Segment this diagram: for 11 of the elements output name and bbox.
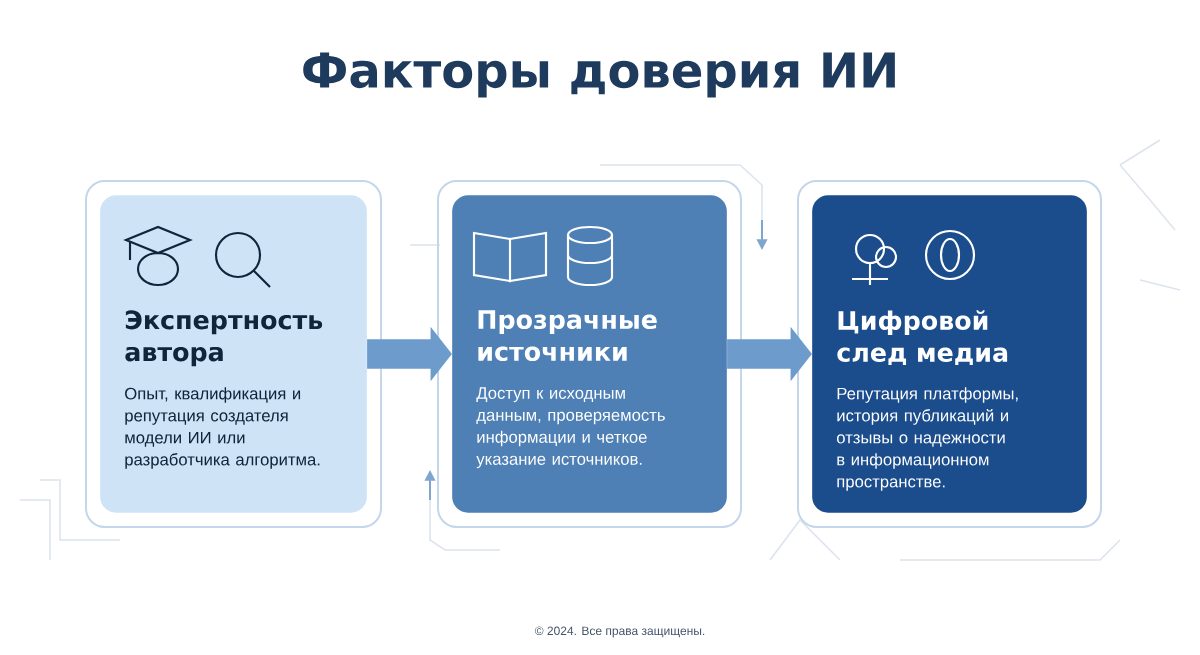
card-description: Репутация платформы, история публикаций и отзывы о надежности в информационном пространстве. bbox=[836, 387, 1018, 491]
card-heading: Прозрачные источники bbox=[478, 310, 657, 362]
factor-card bbox=[812, 195, 1087, 513]
card-heading: Экспертность автора bbox=[125, 310, 323, 367]
factor-card bbox=[452, 195, 727, 513]
factor-card bbox=[100, 195, 367, 513]
footer-text: © 2024. Все права защищены. bbox=[534, 626, 705, 638]
card-description: Опыт, квалификация и репутация создателя модели ИИ или разработчика алгоритма. bbox=[125, 387, 320, 469]
card-description: Доступ к исходным данным, проверяемость информации и четкое указание источников. bbox=[476, 387, 665, 469]
card-heading: Цифровой след медиа bbox=[837, 310, 1008, 366]
title: Факторы доверия ИИ bbox=[303, 52, 895, 98]
